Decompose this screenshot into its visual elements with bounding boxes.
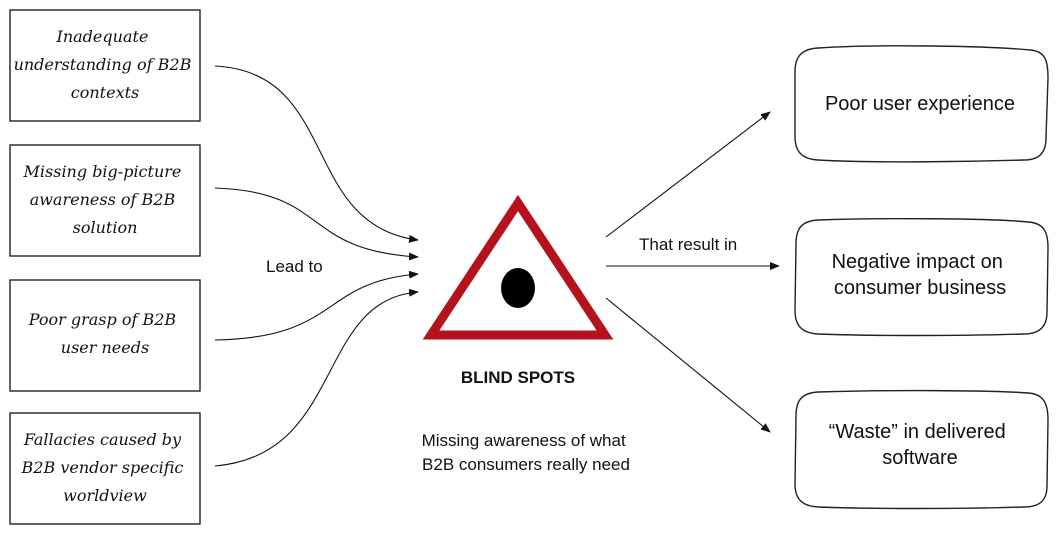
cause-3-line-2: user needs: [61, 338, 149, 357]
cause-2-line-3: solution: [73, 218, 138, 237]
svg-text:Missing awareness of what: Missing awareness of what B2B consumers …: [422, 431, 631, 474]
center-subtitle-line-1: Missing awareness of what: [422, 431, 626, 450]
effect-box-2: Negative impact on consumer business: [794, 217, 1049, 337]
cause-4-arrow: [214, 288, 419, 467]
effect-box-3: “Waste” in delivered software: [794, 389, 1049, 510]
svg-text:Inadequate understanding: Inadequate understanding of B2B contexts: [14, 27, 197, 102]
cause-box-4: Fallacies caused by B2B vendor specific …: [9, 412, 201, 525]
cause-4-line-1: Fallacies caused by: [23, 430, 182, 449]
cause-1-line-1: Inadequate: [56, 27, 149, 46]
svg-text:“Waste” in delivered sof: “Waste” in delivered software: [829, 421, 1012, 469]
effect-box-1: Poor user experience: [794, 45, 1049, 163]
effect-2-line-2: consumer business: [834, 277, 1006, 299]
effect-2-line-1: Negative impact on: [832, 251, 1003, 273]
effect-3-arrow: [605, 297, 771, 433]
cause-3-line-1: Poor grasp of B2B: [28, 310, 177, 329]
svg-text:Poor grasp of B2B user n: Poor grasp of B2B user needs: [28, 310, 182, 357]
cause-1-line-2: understanding of B2B: [14, 55, 192, 74]
cause-2-line-1: Missing big-picture: [23, 162, 182, 181]
cause-1-arrow: [214, 65, 419, 243]
cause-box-2: Missing big-picture awareness of B2B sol…: [9, 144, 201, 257]
lead-to-label: Lead to: [266, 257, 323, 276]
eye-dot: [501, 268, 535, 308]
svg-text:Missing big-picture awar: Missing big-picture awareness of B2B sol…: [23, 162, 187, 237]
effect-1-line-1: Poor user experience: [825, 93, 1015, 115]
svg-text:Fallacies caused by B2B: Fallacies caused by B2B vendor specific …: [21, 430, 189, 505]
cause-1-line-3: contexts: [71, 83, 139, 102]
effect-1-arrow: [605, 111, 771, 238]
cause-box-1: Inadequate understanding of B2B contexts: [9, 9, 201, 122]
svg-text:Negative impact on consu: Negative impact on consumer business: [832, 251, 1009, 299]
cause-2-arrow: [214, 187, 419, 261]
effect-3-line-2: software: [882, 447, 958, 469]
cause-3-arrow: [214, 270, 419, 341]
center-title: BLIND SPOTS: [461, 368, 575, 387]
cause-2-line-2: awareness of B2B: [30, 190, 176, 209]
result-label: That result in: [639, 235, 737, 254]
warning-triangle: [422, 194, 614, 340]
cause-box-3: Poor grasp of B2B user needs: [9, 279, 201, 392]
center-subtitle-line-2: B2B consumers really need: [422, 455, 630, 474]
effect-3-line-1: “Waste” in delivered: [829, 421, 1006, 443]
cause-4-line-3: worldview: [63, 486, 147, 505]
cause-4-line-2: B2B vendor specific: [21, 458, 184, 477]
blind-spot-icon: [422, 194, 614, 340]
